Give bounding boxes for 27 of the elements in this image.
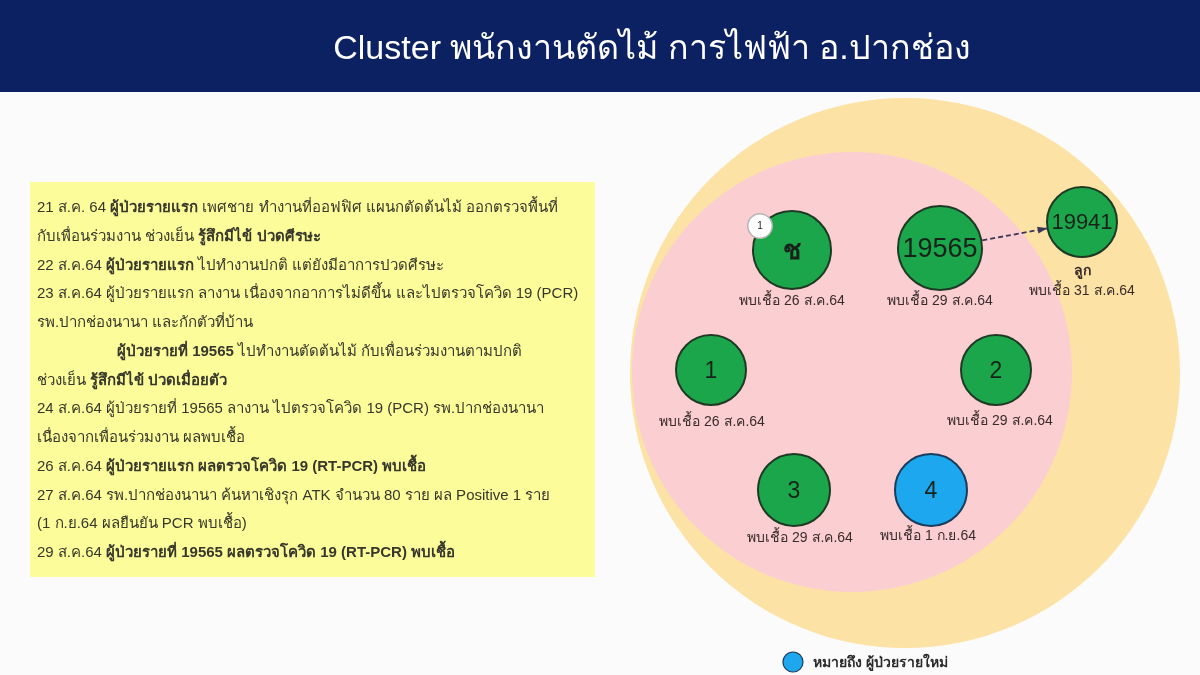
timeline-entry: 29 ส.ค.64 ผู้ป่วยรายที่ 19565 ผลตรวจโควิด 19 (RT-PCR) พบเชื้อ bbox=[37, 538, 587, 567]
timeline-entry: 27 ส.ค.64 รพ.ปากช่องนานา ค้นหาเชิงรุก ATK จำนวน 80 ราย ผล Positive 1 ราย (1 ก.ย.64 ผลยืนยัน PCR พบเชื้อ) bbox=[37, 484, 552, 534]
title: Cluster พนักงานตัดไม้ การไฟฟ้า อ.ปากช่อง bbox=[333, 27, 971, 68]
cluster-circle bbox=[630, 98, 1180, 648]
node-label: พบเชื้อ 26 ส.ค.64 bbox=[739, 292, 845, 309]
timeline-entry: ผู้ป่วยรายที่ 19565 ไปทำงานตัดต้นไม้ กับเพื่อนร่วมงานตามปกติ ช่วงเย็น รู้สึกมีไข้ ปวดเมื่อยตัว bbox=[37, 339, 524, 392]
case-circle: 19565 bbox=[897, 205, 983, 291]
case-circle: 1 bbox=[675, 334, 747, 406]
case-circle: 2 bbox=[960, 334, 1032, 406]
arrow bbox=[981, 226, 1048, 242]
node-label: พบเชื้อ 26 ส.ค.64 bbox=[659, 413, 765, 430]
node-label: พบเชื้อ 31 ส.ค.64 bbox=[1029, 282, 1135, 299]
node-label: พบเชื้อ 29 ส.ค.64 bbox=[747, 529, 853, 546]
timeline-entry: 24 ส.ค.64 ผู้ป่วยรายที่ 19565 ลางาน ไปตรวจโควิด 19 (PCR) รพ.ปากช่องนานา เนื่องจากเพื่อนร่วมงาน ผลพบเชื้อ bbox=[37, 397, 546, 447]
note-box bbox=[30, 182, 595, 577]
node-label: พบเชื้อ 29 ส.ค.64 bbox=[947, 412, 1053, 429]
node-label: พบเชื้อ 29 ส.ค.64 bbox=[887, 292, 993, 309]
timeline-entry: 21 ส.ค. 64 ผู้ป่วยรายแรก เพศชาย ทำงานที่ออฟฟิศ แผนกตัดต้นไม้ ออกตรวจพื้นที่ กับเพื่อนร่วมงาน ช่วงเย็น รู้สึกมีไข้ ปวดศีรษะ bbox=[37, 195, 559, 248]
timeline-entry: 22 ส.ค.64 ผู้ป่วยรายแรก ไปทำงานปกติ แต่ยังมีอาการปวดศีรษะ bbox=[37, 254, 446, 277]
node-label: ลูก bbox=[1073, 262, 1091, 279]
legend-label: หมายถึง ผู้ป่วยรายใหม่ bbox=[813, 653, 948, 671]
timeline-entry: 23 ส.ค.64 ผู้ป่วยรายแรก ลางาน เนื่องจากอาการไม่ดีขึ้น และไปตรวจโควิด 19 (PCR) รพ.ปากช่องนานา และกักตัวที่บ้าน bbox=[37, 281, 580, 332]
case-circle: 3 bbox=[757, 453, 831, 527]
node-label: พบเชื้อ 1 ก.ย.64 bbox=[880, 527, 976, 544]
timeline-entry: 26 ส.ค.64 ผู้ป่วยรายแรก ผลตรวจโควิด 19 (RT-PCR) พบเชื้อ bbox=[37, 453, 428, 478]
case-circle: 19941 bbox=[1046, 186, 1118, 258]
number-badge: 1 bbox=[747, 213, 773, 239]
